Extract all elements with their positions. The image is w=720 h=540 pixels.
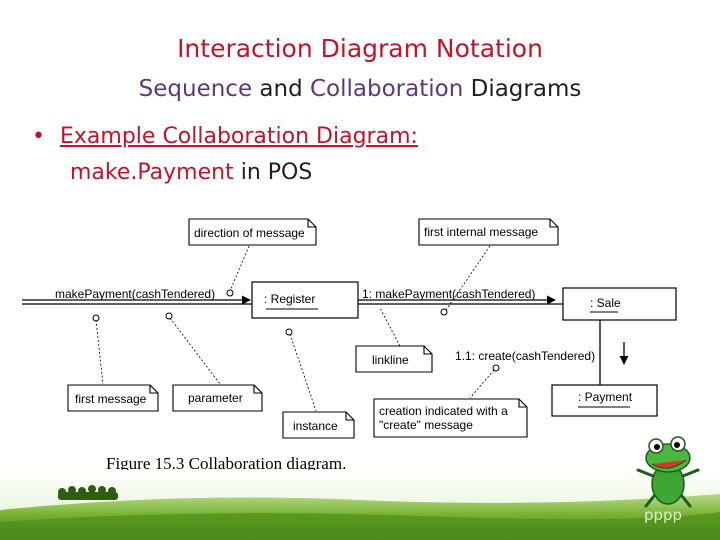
note-connectors <box>96 246 494 411</box>
create-message-label: 1.1: create(cashTendered) <box>455 349 595 363</box>
note-linkline-text: linkline <box>372 353 409 367</box>
note-instance: instance <box>283 412 354 438</box>
note-direction-of-message: direction of message <box>189 219 316 245</box>
footer-grass <box>0 470 720 540</box>
external-message-label: makePayment(cashTendered) <box>55 287 215 301</box>
note-creation-line1: creation indicated with a <box>379 404 508 418</box>
payment-label: : Payment <box>578 390 633 404</box>
note-first-message: first message <box>68 385 158 411</box>
frog-mascot-icon <box>628 432 708 512</box>
note-first-internal-text: first internal message <box>424 225 538 239</box>
footer-logo-text: pppp <box>628 506 698 524</box>
note-first-message-text: first message <box>75 392 147 406</box>
note-creation-line2: "create" message <box>379 418 473 432</box>
note-direction-text: direction of message <box>194 226 305 240</box>
note-creation: creation indicated with a "create" messa… <box>374 399 527 437</box>
note-linkline: linkline <box>356 346 432 372</box>
note-parameter-text: parameter <box>188 391 243 405</box>
sale-label: : Sale <box>590 296 621 310</box>
note-instance-text: instance <box>293 419 338 433</box>
internal-message-label: 1: makePayment(cashTendered) <box>362 287 535 301</box>
note-parameter: parameter <box>173 385 262 411</box>
register-label: : Register <box>264 292 315 306</box>
note-first-internal-message: first internal message <box>419 219 558 245</box>
